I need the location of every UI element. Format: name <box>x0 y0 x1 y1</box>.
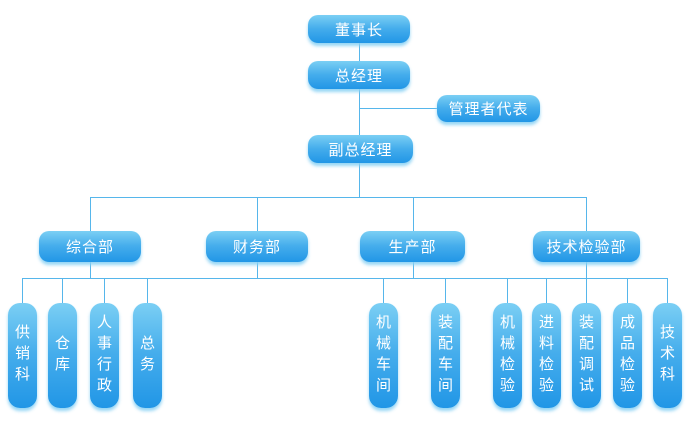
connector-line <box>147 278 148 304</box>
connector-line <box>257 197 258 231</box>
connector-line <box>546 278 547 304</box>
connector-line <box>359 43 360 62</box>
org-node-dept-finance: 财务部 <box>206 231 308 262</box>
org-node-assembly-workshop: 装配车间 <box>431 303 460 408</box>
connector-line <box>90 197 91 231</box>
connector-line <box>627 278 628 304</box>
connector-line <box>22 278 23 304</box>
connector-line <box>413 197 414 231</box>
org-node-chairman: 董事长 <box>308 15 410 43</box>
connector-line <box>586 278 587 304</box>
org-node-deputy-general-manager: 副总经理 <box>308 135 413 163</box>
org-node-management-representative: 管理者代表 <box>437 95 540 122</box>
org-node-dept-technical-inspection: 技术检验部 <box>533 231 640 262</box>
connector-line <box>507 278 508 304</box>
connector-line <box>383 278 384 304</box>
connector-line <box>90 262 91 278</box>
org-node-general-services: 总务 <box>133 303 162 408</box>
org-node-dept-general-affairs: 综合部 <box>39 231 141 262</box>
org-node-warehouse: 仓库 <box>48 303 77 408</box>
org-node-hr-admin: 人事行政 <box>90 303 119 408</box>
org-node-finished-product-inspection: 成品检验 <box>613 303 642 408</box>
org-node-supply-sales-section: 供销科 <box>8 303 37 408</box>
org-node-incoming-material-inspection: 进料检验 <box>532 303 561 408</box>
org-node-machining-workshop: 机械车间 <box>369 303 398 408</box>
connector-line <box>445 278 446 304</box>
connector-line <box>90 197 587 198</box>
connector-line <box>359 89 360 135</box>
connector-line <box>62 278 63 304</box>
connector-line <box>586 262 587 278</box>
connector-line <box>22 278 668 279</box>
connector-line <box>257 262 258 278</box>
connector-line <box>359 163 360 197</box>
org-node-assembly-debugging: 装配调试 <box>572 303 601 408</box>
org-node-mechanical-inspection: 机械检验 <box>493 303 522 408</box>
connector-line <box>586 197 587 231</box>
connector-line <box>104 278 105 304</box>
connector-line <box>359 108 437 109</box>
org-node-general-manager: 总经理 <box>308 61 410 89</box>
connector-line <box>667 278 668 304</box>
org-node-dept-production: 生产部 <box>360 231 465 262</box>
connector-line <box>413 262 414 278</box>
org-node-technical-section: 技术科 <box>653 303 682 408</box>
